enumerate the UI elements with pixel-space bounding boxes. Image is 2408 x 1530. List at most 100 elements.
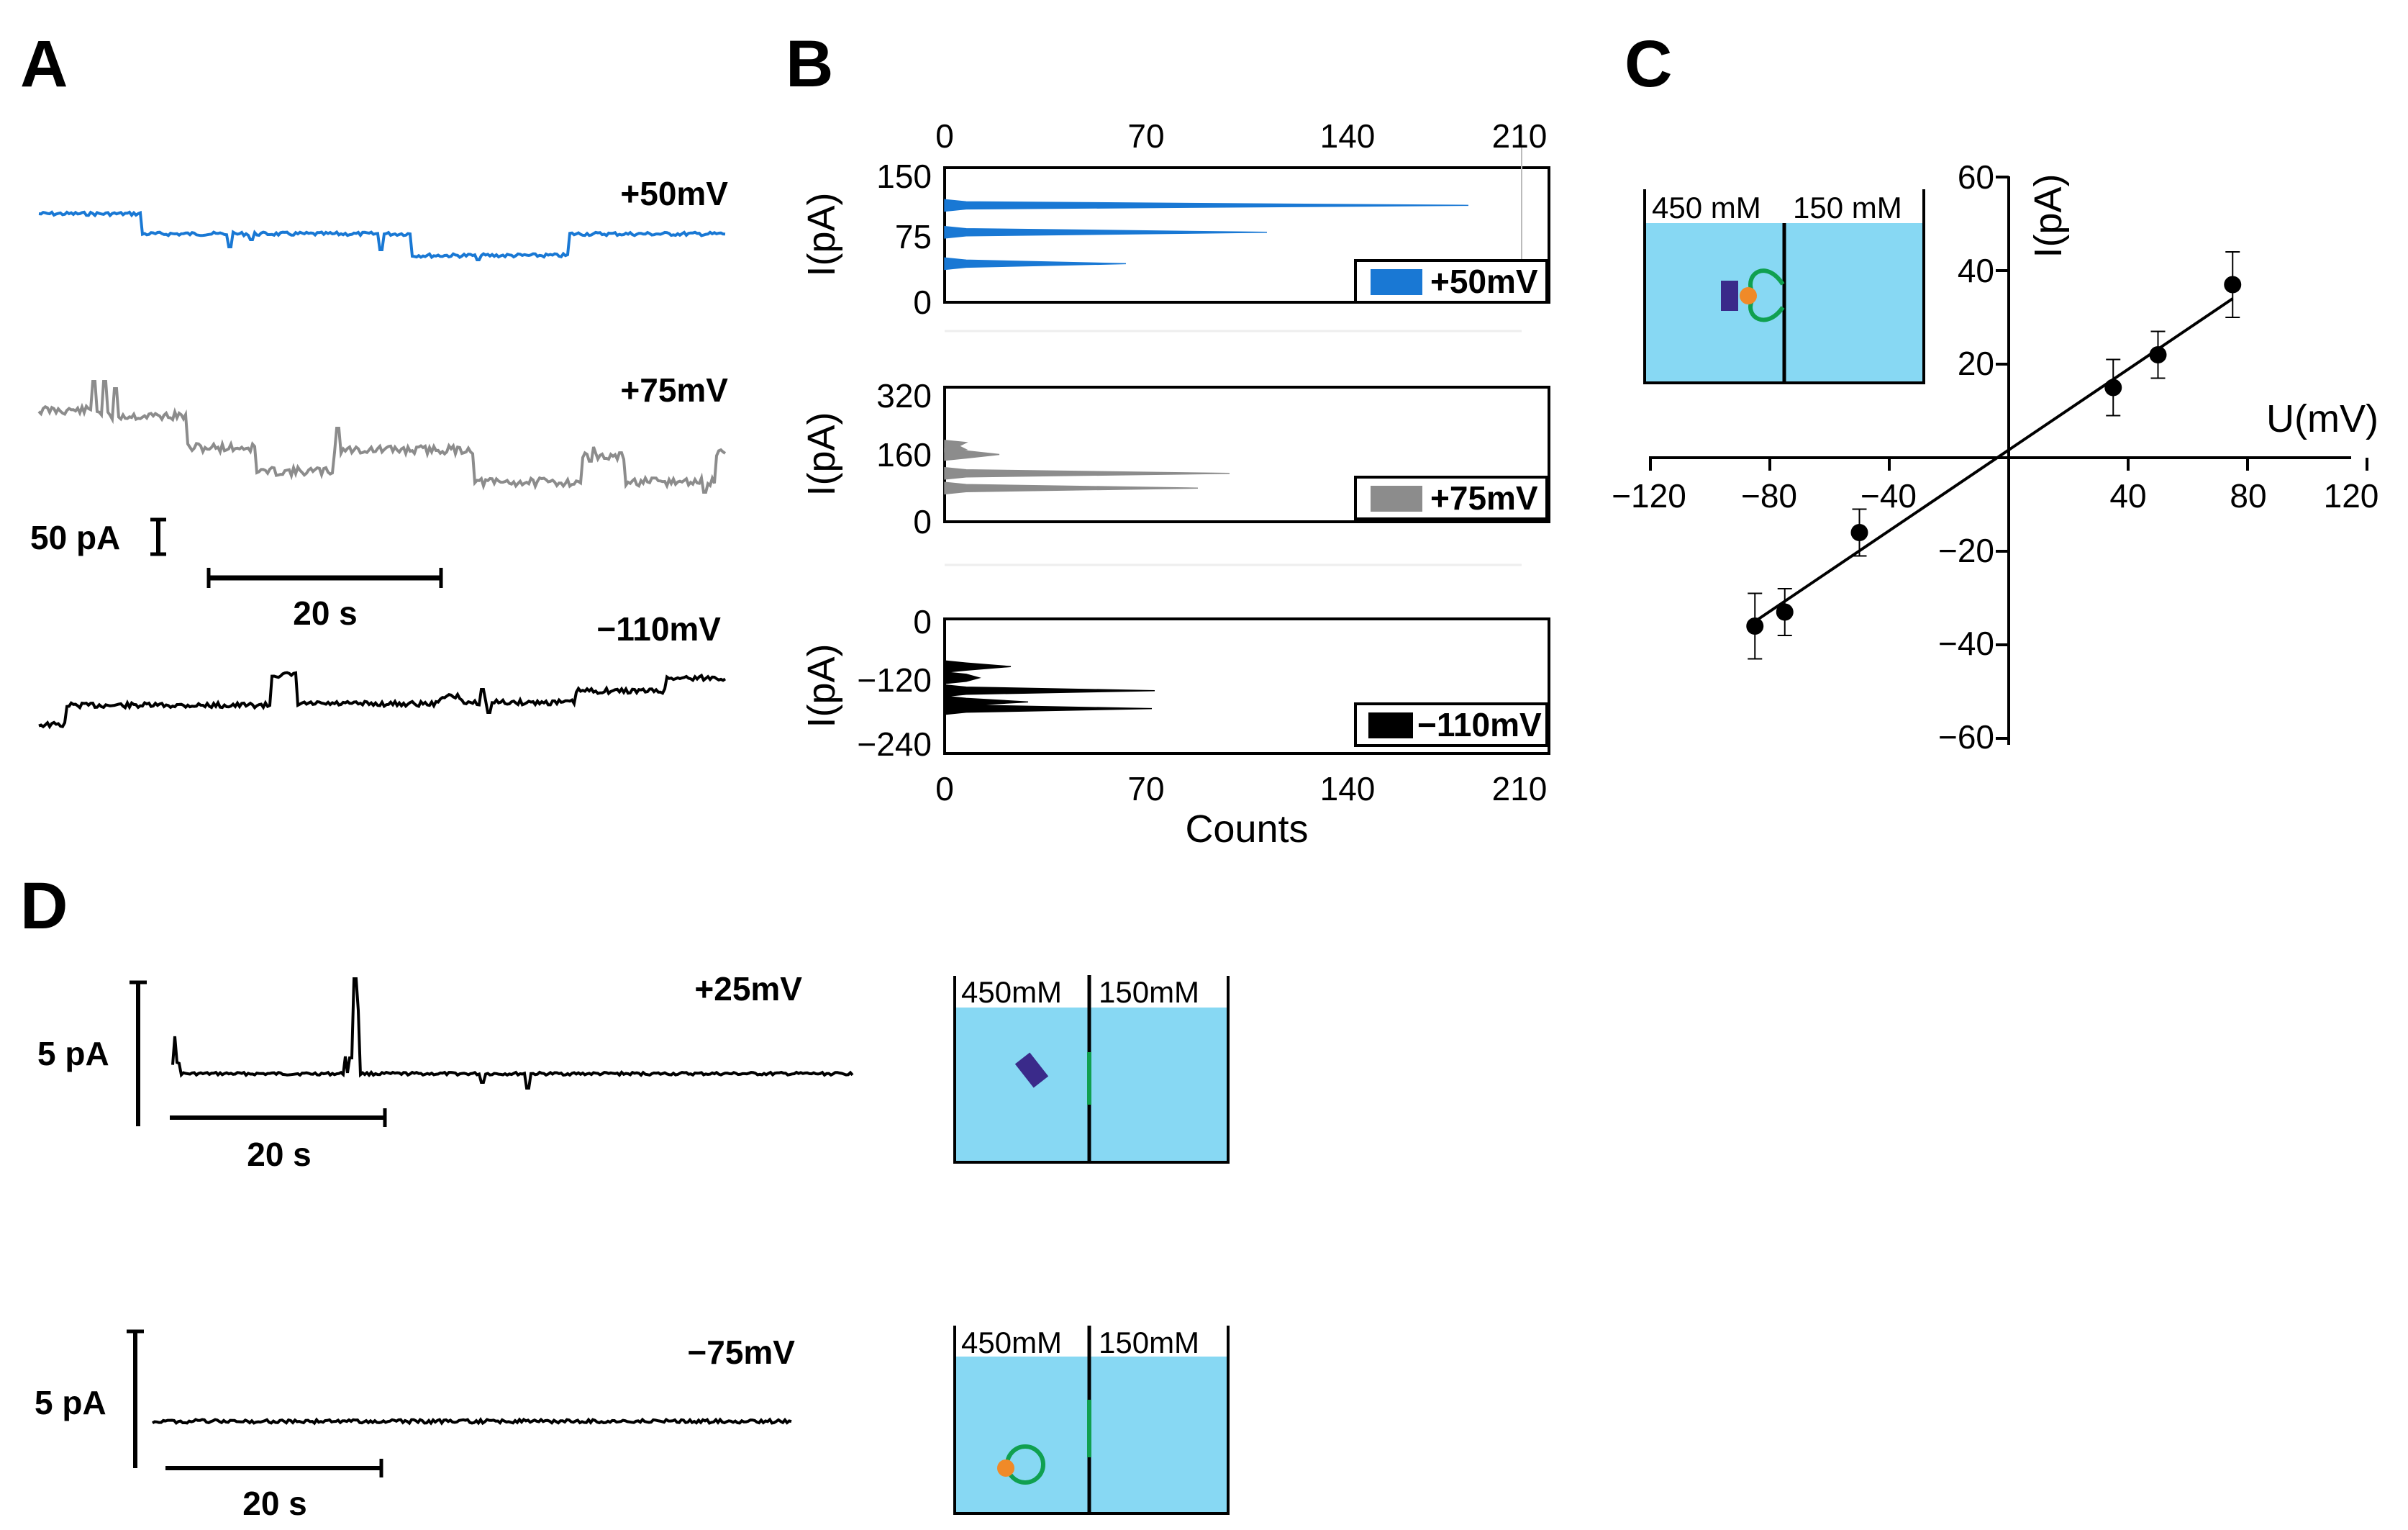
trace-label-plus75: +75mV	[620, 371, 728, 409]
data-point	[1746, 617, 1764, 635]
y-tick: 150	[876, 158, 932, 195]
x-tick-label: 80	[2230, 477, 2266, 515]
ligand-dot	[1740, 287, 1757, 304]
current-trace-minus75	[151, 1417, 792, 1426]
legend-label: −110mV	[1417, 706, 1542, 743]
x-tick: 70	[1127, 770, 1164, 807]
histogram-plus50: 0 70 140 210 150 75 0 I(pA) +50mV	[800, 117, 1550, 332]
x-ticks	[1649, 458, 2368, 471]
panel-letter-a: A	[20, 27, 68, 101]
trace-label-plus50: +50mV	[620, 175, 728, 212]
x-tick-label: −80	[1741, 477, 1797, 515]
bath-outline	[953, 1326, 1230, 1515]
histogram-peak	[944, 199, 1469, 212]
legend-box	[1354, 259, 1548, 304]
histogram-peak	[944, 466, 1230, 480]
x-tick: 70	[1127, 117, 1164, 155]
data-point	[2149, 346, 2167, 363]
x-tick-label: −40	[1860, 477, 1917, 515]
current-trace-minus110	[38, 671, 727, 730]
schematic-plus25: 450mM 150mM	[953, 975, 1230, 1164]
y-tick: 320	[876, 377, 932, 415]
trace-row-minus75: 5 pA −75mV 20 s	[35, 1329, 795, 1522]
inset-schematic: 450 mM 150 mM	[1643, 189, 1925, 384]
time-scale-bar	[165, 1459, 383, 1477]
y-tick: 0	[913, 603, 932, 640]
conc-left: 450 mM	[1652, 191, 1761, 225]
data-point	[1850, 524, 1868, 541]
schematic-minus75: 450mM 150mM	[953, 1326, 1230, 1515]
histogram-peak	[944, 671, 981, 684]
panel-c: −120 −80 −40 40 80 120 60 40 20 −20 −40 …	[1612, 158, 2379, 756]
y-ticks	[1996, 176, 2009, 740]
legend-label: +50mV	[1430, 263, 1538, 300]
current-scale-label: 5 pA	[37, 1035, 109, 1072]
histogram-peak	[944, 448, 1000, 461]
histogram-peak	[944, 660, 1012, 674]
current-trace-plus75	[37, 380, 727, 494]
x-tick: 0	[935, 770, 954, 807]
x-tick-labels: −120 −80 −40 40 80 120	[1612, 477, 2379, 515]
current-scale-label: 50 pA	[30, 519, 120, 556]
x-tick: 140	[1320, 117, 1376, 155]
x-tick-label: 40	[2109, 477, 2146, 515]
conc-right: 150 mM	[1793, 191, 1902, 225]
time-scale-label: 20 s	[242, 1485, 307, 1522]
x-tick-label: −120	[1612, 477, 1686, 515]
time-scale-label: 20 s	[247, 1136, 312, 1173]
iv-data-points	[1746, 251, 2242, 660]
histogram-peaks	[944, 439, 1230, 495]
histogram-peaks	[944, 660, 1155, 715]
histogram-peaks	[944, 199, 1469, 271]
protein-block	[1721, 281, 1738, 311]
trace-label-plus25: +25mV	[694, 970, 802, 1008]
legend-swatch	[1371, 269, 1422, 295]
legend-swatch	[1371, 486, 1422, 512]
panel-d: 5 pA +25mV 20 s 5 pA −75mV 20 s	[35, 970, 1230, 1522]
y-tick-label: −60	[1938, 718, 1994, 756]
histogram-peak	[944, 257, 1127, 271]
y-tick: −240	[857, 725, 932, 763]
legend-label: +75mV	[1430, 479, 1538, 517]
y-tick-label: −20	[1938, 532, 1994, 569]
histogram-plus75: 320 160 0 I(pA) +75mV	[800, 377, 1550, 566]
x-tick-label: 120	[2324, 477, 2379, 515]
conc-left: 450mM	[961, 1326, 1062, 1359]
histogram-minus110: 0 −120 −240 I(pA) −110mV 0 70 140 210 Co…	[800, 603, 1550, 851]
pore-shape	[1748, 268, 1785, 322]
bath-outline	[953, 976, 1230, 1164]
conc-left: 450mM	[961, 975, 1062, 1009]
current-trace-plus50	[38, 210, 726, 261]
conc-right: 150mM	[1099, 975, 1199, 1009]
x-axis-label: U(mV)	[2266, 397, 2379, 440]
y-tick-label: 60	[1958, 158, 1994, 196]
histogram-peak	[944, 684, 1155, 697]
current-scale-bar	[127, 1329, 144, 1468]
data-point	[2104, 379, 2122, 397]
y-axis-label: I(pA)	[800, 192, 843, 276]
panel-letter-b: B	[786, 27, 833, 101]
y-tick: 0	[913, 284, 932, 321]
y-tick-label: 40	[1958, 252, 1994, 289]
data-point	[1776, 603, 1794, 621]
current-trace-plus25	[171, 977, 854, 1090]
legend-plus75: +75mV	[1354, 476, 1548, 520]
trace-row-plus25: 5 pA +25mV 20 s	[37, 970, 854, 1173]
x-ticks-top: 0 70 140 210	[935, 117, 1547, 155]
y-tick-labels: 60 40 20 −20 −40 −60	[1938, 158, 1994, 756]
legend-minus110: −110mV	[1354, 702, 1548, 747]
x-tick: 0	[935, 117, 954, 155]
histogram-peak	[944, 702, 1153, 715]
ligand-dot	[997, 1459, 1014, 1477]
current-scale-bar	[150, 517, 166, 556]
panel-b: 0 70 140 210 150 75 0 I(pA) +50mV 320 16…	[800, 117, 1550, 851]
protein-block	[1014, 1052, 1049, 1088]
trace-label-minus75: −75mV	[687, 1334, 795, 1371]
time-scale-bar	[206, 568, 443, 588]
x-axis-label: Counts	[1185, 807, 1308, 851]
y-tick: 75	[895, 218, 932, 255]
histogram-peak	[944, 225, 1268, 239]
legend-plus50: +50mV	[1354, 259, 1548, 304]
conc-right: 150mM	[1099, 1326, 1199, 1359]
